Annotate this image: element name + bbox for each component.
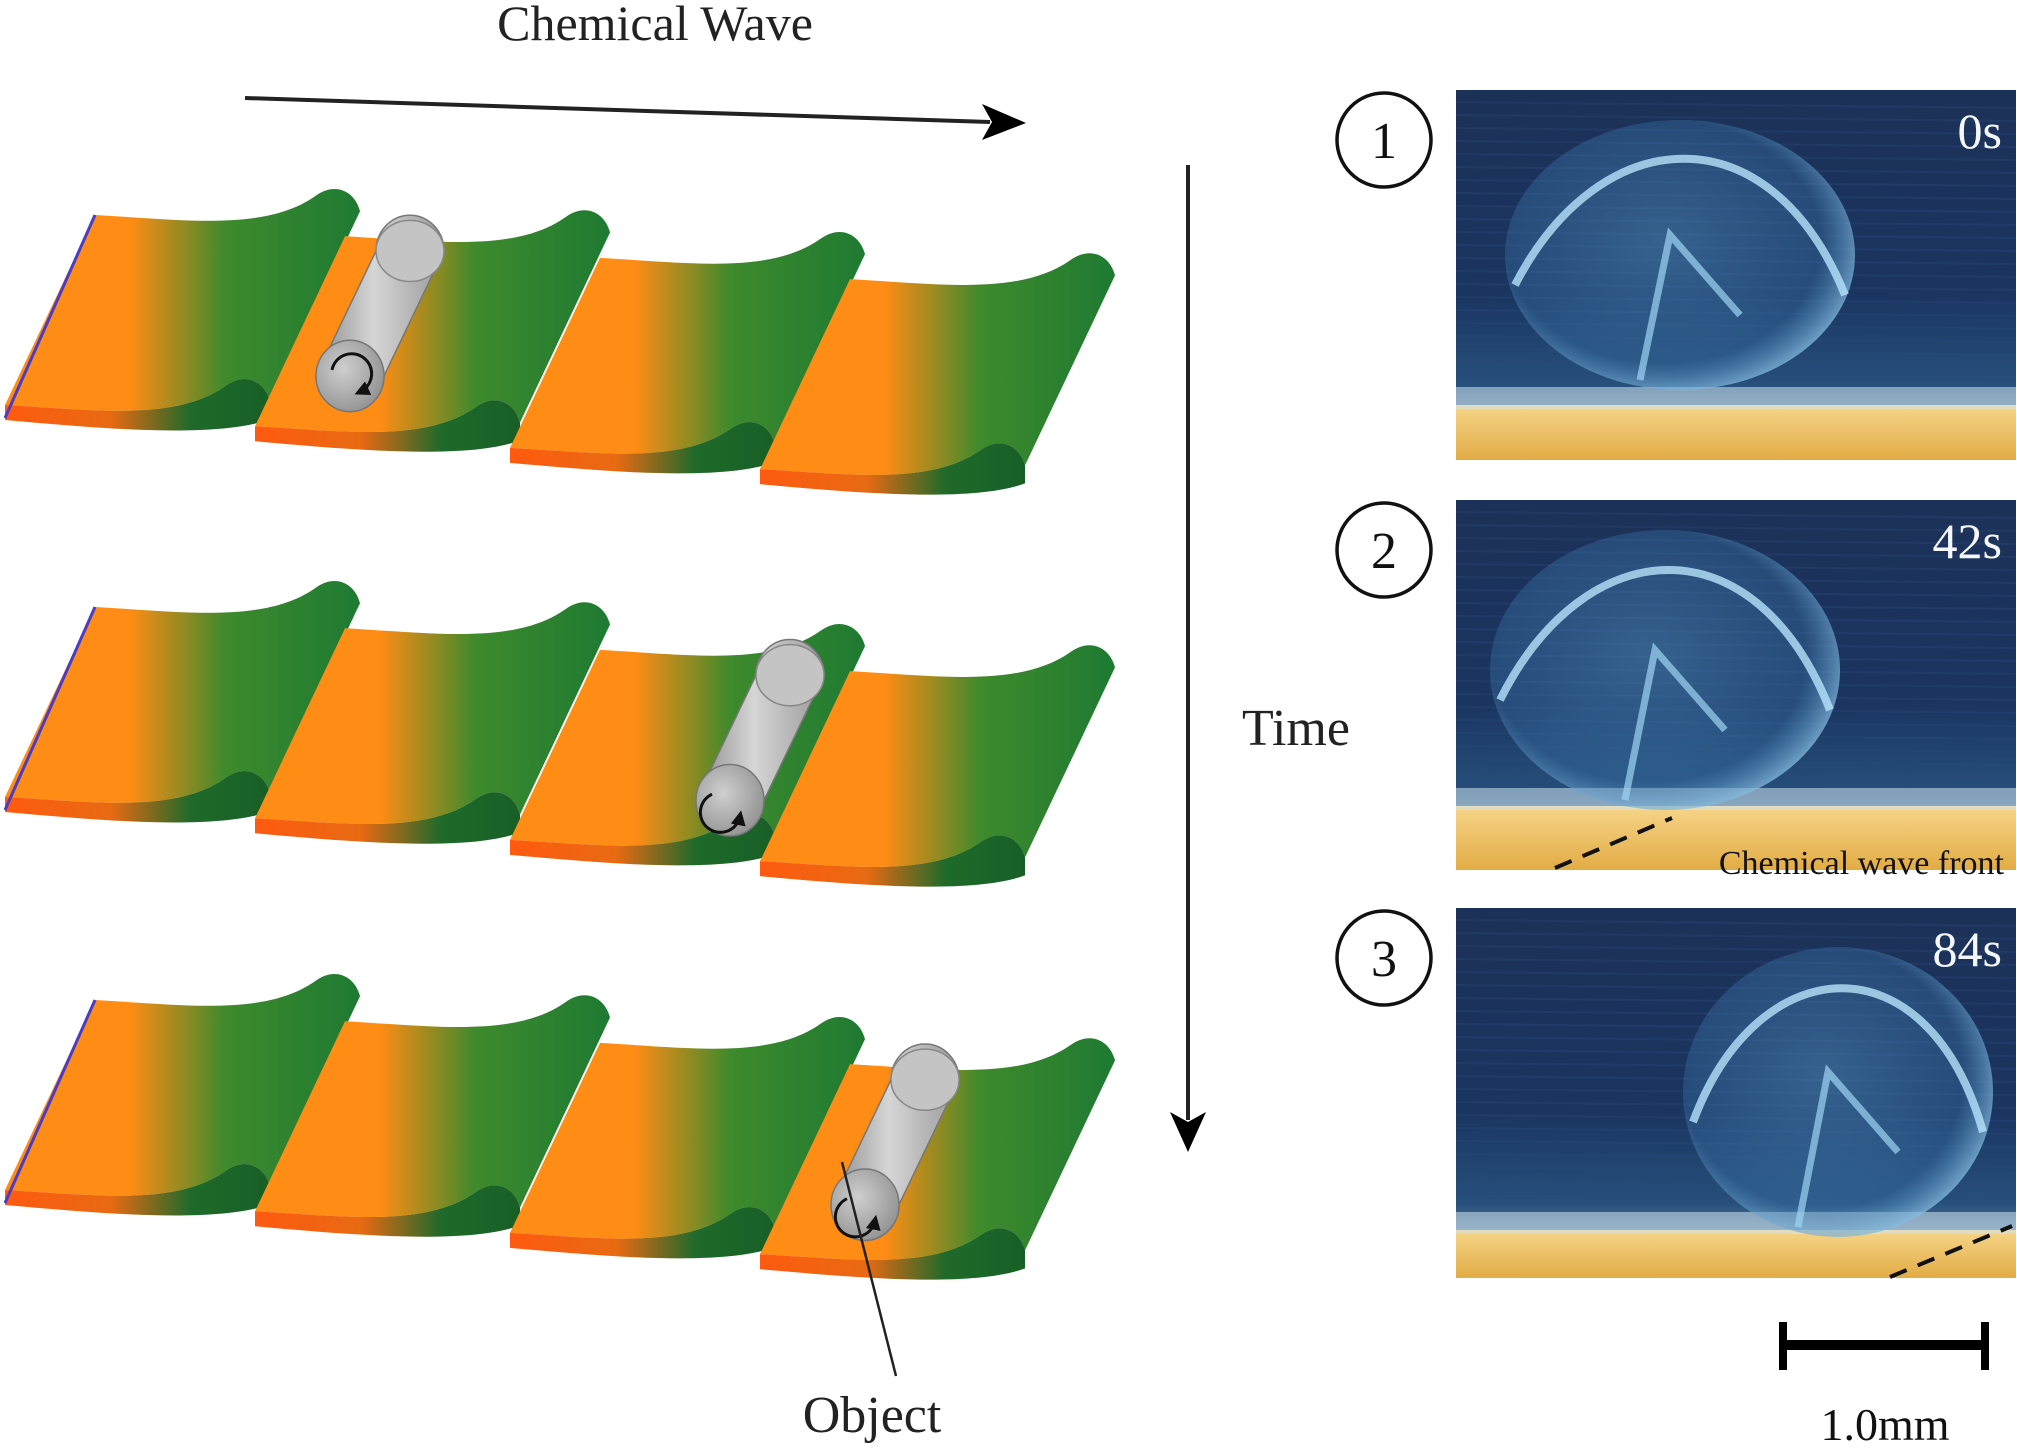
wave-front-face (510, 421, 775, 474)
step-number-badge: 2 (1335, 501, 1433, 599)
svg-text:1: 1 (1371, 113, 1397, 170)
photo-frame: 84s (1455, 908, 2017, 1279)
wave-edge (3, 606, 97, 811)
wave-segment (255, 995, 610, 1218)
wave-front-marker (1554, 816, 1673, 870)
frame-time-label: 0s (1958, 103, 2002, 159)
droplet-blob (1490, 530, 1840, 810)
wave-row (3, 974, 1115, 1280)
photo-frame: 0s (1455, 90, 2017, 460)
object-cylinder (315, 214, 445, 413)
wave-front-face (5, 771, 270, 823)
wave-direction-arrow (244, 96, 1026, 140)
svg-text:2: 2 (1371, 523, 1397, 580)
wave-front-face (255, 1185, 520, 1237)
wave-segment (5, 581, 360, 803)
wave-front-label: Chemical wave front (1719, 845, 2005, 882)
wave-segment (760, 253, 1115, 475)
diagram-title: Chemical Wave (497, 0, 813, 51)
wave-front-face (255, 400, 520, 452)
wave-edge (3, 999, 97, 1204)
photo-frame: 42s (1455, 500, 2017, 870)
scale-bar (1779, 1322, 1989, 1370)
step-number-badge: 3 (1335, 909, 1433, 1007)
wave-row (3, 581, 1115, 887)
wave-rows (3, 189, 1115, 1280)
droplet-blob (1683, 947, 1993, 1237)
object-label: Object (803, 1387, 942, 1444)
time-label: Time (1242, 700, 1350, 757)
wave-segment (760, 645, 1115, 867)
wave-front-marker (1889, 1224, 2013, 1279)
wave-front-face (760, 1228, 1025, 1280)
time-arrow (1170, 165, 1206, 1152)
wave-front-face (5, 1164, 270, 1216)
frame-time-label: 84s (1933, 921, 2002, 977)
wave-front-face (510, 1206, 775, 1259)
rotation-arrow-icon (833, 1197, 881, 1239)
wave-front-face (5, 379, 270, 431)
wave-segment (255, 602, 610, 825)
wave-row (3, 189, 1115, 495)
photo-panels: 0s 1 42s 2 84s 3 Chemical wave front (1335, 90, 2017, 1279)
svg-text:3: 3 (1371, 931, 1397, 988)
object-cylinder (695, 638, 825, 837)
wave-front-face (510, 813, 775, 866)
rotation-arrow-icon (330, 352, 374, 395)
wave-segment (5, 189, 360, 411)
step-number-badge: 1 (1335, 91, 1433, 189)
wave-segment (510, 231, 865, 454)
droplet-blob (1505, 120, 1855, 390)
wave-front-face (255, 792, 520, 844)
wave-front-face (760, 835, 1025, 887)
rotation-arrow-icon (698, 792, 746, 834)
wave-edge (3, 214, 97, 419)
frame-time-label: 42s (1933, 513, 2002, 569)
wave-segment (510, 1016, 865, 1239)
object-pointer-line (840, 1161, 898, 1377)
scale-bar-label: 1.0mm (1820, 1399, 1949, 1450)
wave-segment (5, 974, 360, 1196)
wave-front-face (760, 443, 1025, 495)
